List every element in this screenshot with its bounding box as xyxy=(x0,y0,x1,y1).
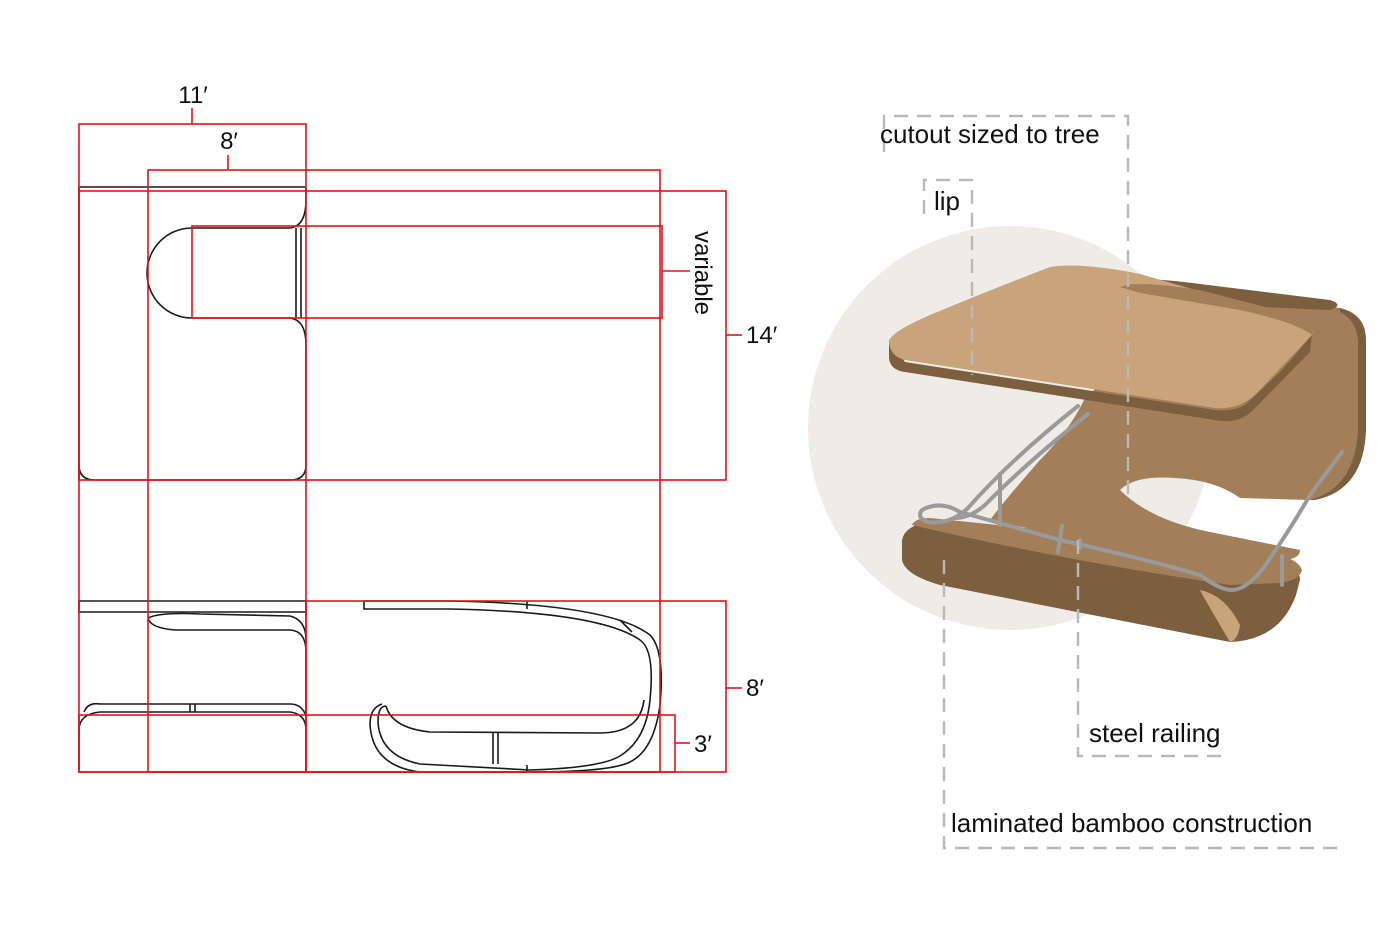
callout-cutout-label: cutout sized to tree xyxy=(880,119,1100,149)
callout-railing-label: steel railing xyxy=(1089,718,1221,748)
plan-drawing: 11′ 8′ variable 14′ 8′ 3′ xyxy=(78,82,778,773)
dimension-overall-width-label: 11′ xyxy=(178,82,208,109)
steel-railing xyxy=(918,404,1344,592)
side-view-outline xyxy=(78,600,307,772)
callout-guides xyxy=(882,114,1343,850)
callout-lip-label: lip xyxy=(934,186,960,216)
perspective-view: cutout sized to tree lip steel railing l… xyxy=(808,114,1366,850)
dimension-overall-length-label: 14′ xyxy=(746,322,778,349)
dimension-variable-label: variable xyxy=(689,231,716,315)
dimension-inner-width-label: 8′ xyxy=(220,128,238,155)
dimension-lip-height-label: 3′ xyxy=(694,731,712,758)
callout-material-label: laminated bamboo construction xyxy=(951,808,1312,838)
dimension-lines xyxy=(78,108,742,773)
dimension-side-height-label: 8′ xyxy=(746,675,764,702)
end-view-outline xyxy=(363,600,663,773)
top-slab xyxy=(889,265,1313,422)
